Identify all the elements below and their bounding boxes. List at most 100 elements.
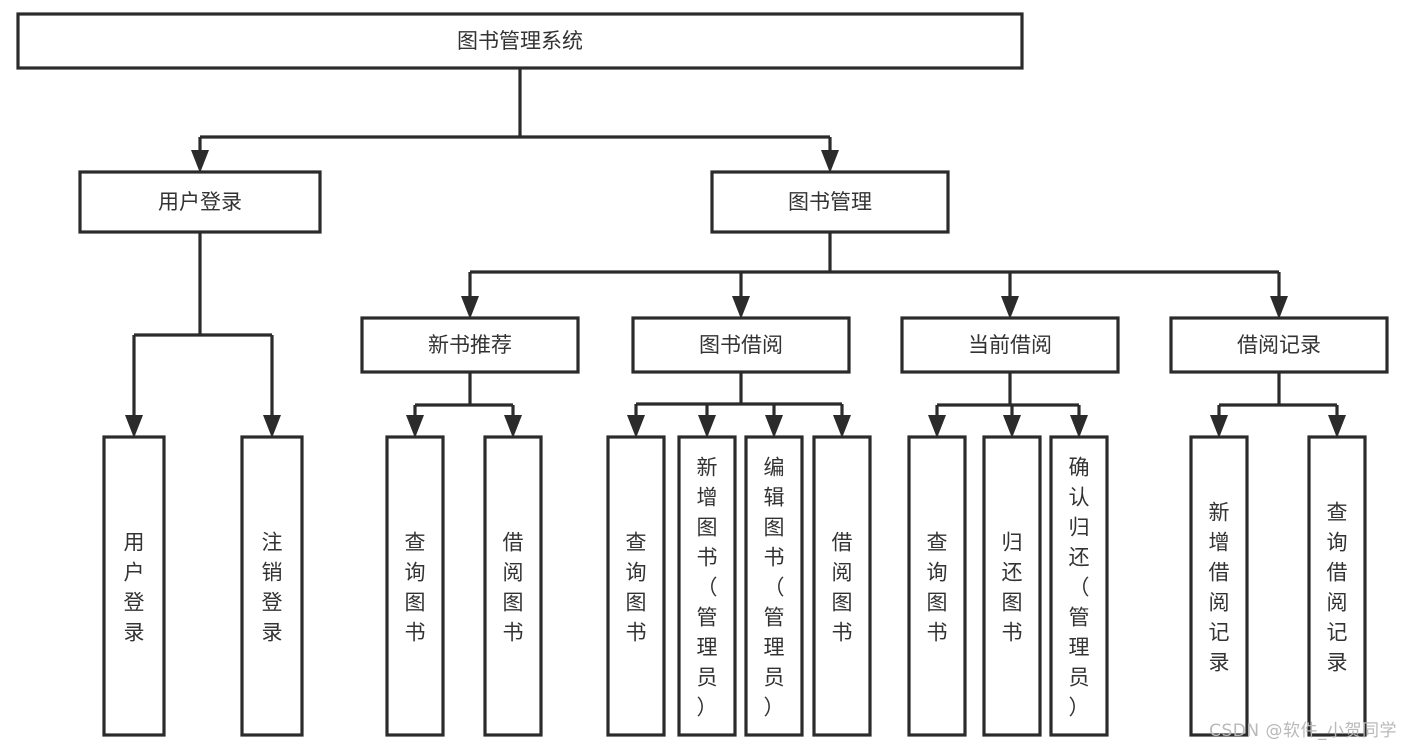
node-label: 图书管理系统 [457, 29, 583, 53]
node-n-new-book-rec[interactable]: 新书推荐 [360, 316, 580, 374]
edge-n-book-manage-to-n-book-borrow [732, 272, 750, 319]
arrow-head-icon [698, 415, 716, 438]
connector-user-login-bus [134, 232, 272, 337]
node-box [102, 435, 166, 737]
edge-n-borrow-record-to-l-query-record [1328, 405, 1346, 438]
node-box [710, 170, 950, 234]
node-label: 确认归还（管理员） [1069, 455, 1090, 719]
node-n-user-login[interactable]: 用户登录 [78, 170, 322, 234]
arrow-head-icon [833, 415, 851, 438]
node-label: 用户登录 [124, 530, 145, 644]
node-label: 用户登录 [158, 190, 242, 214]
arrow-head-icon [461, 296, 479, 319]
node-box [78, 170, 322, 234]
node-box [1049, 435, 1109, 737]
arrow-head-icon [1210, 415, 1228, 438]
node-l-query-book-1[interactable]: 查询图书 [385, 435, 445, 737]
node-box [900, 316, 1120, 374]
edge-root-to-n-book-manage [821, 137, 839, 173]
connector-book-borrow-bus [636, 372, 842, 406]
node-box [360, 316, 580, 374]
node-label: 注销登录 [262, 530, 283, 644]
node-l-confirm-return[interactable]: 确认归还（管理员） [1049, 435, 1109, 737]
node-l-query-book-2[interactable]: 查询图书 [606, 435, 666, 737]
edge-n-book-borrow-to-l-query-book-2 [627, 404, 645, 438]
arrow-head-icon [928, 415, 946, 438]
arrow-head-icon [765, 415, 783, 438]
node-box [744, 435, 804, 737]
edge-n-user-login-to-l-logout [263, 335, 281, 438]
node-box [907, 435, 967, 737]
node-label: 图书借阅 [699, 333, 783, 357]
arrow-head-icon [125, 415, 143, 438]
arrow-head-icon [1003, 415, 1021, 438]
arrow-head-icon [406, 415, 424, 438]
node-label: 当前借阅 [968, 333, 1052, 357]
node-label: 查询借阅记录 [1327, 500, 1348, 674]
node-label: 借阅图书 [503, 530, 524, 644]
edge-n-book-manage-to-n-current-borrow [1001, 272, 1019, 319]
edge-n-current-borrow-to-l-return-book [1003, 405, 1021, 438]
node-l-add-record[interactable]: 新增借阅记录 [1189, 435, 1249, 737]
node-box [1169, 316, 1389, 374]
node-box [16, 12, 1024, 70]
node-l-user-login[interactable]: 用户登录 [102, 435, 166, 737]
connector-root-bus [200, 68, 830, 139]
node-label: 新增图书（管理员） [697, 455, 718, 719]
node-label: 借阅图书 [832, 530, 853, 644]
edge-n-new-book-rec-to-l-borrow-book-1 [504, 405, 522, 438]
node-box [483, 435, 543, 737]
node-l-add-book[interactable]: 新增图书（管理员） [677, 435, 737, 737]
node-box [677, 435, 737, 737]
node-n-book-borrow[interactable]: 图书借阅 [631, 316, 851, 374]
connector-layer [125, 68, 1346, 438]
connector-new-book-bus [415, 372, 513, 407]
arrow-head-icon [627, 415, 645, 438]
node-layer: 图书管理系统用户登录图书管理新书推荐图书借阅当前借阅借阅记录用户登录注销登录查询… [16, 12, 1389, 737]
node-l-borrow-book-2[interactable]: 借阅图书 [812, 435, 872, 737]
node-label: 编辑图书（管理员） [764, 455, 785, 719]
edge-n-book-manage-to-n-borrow-record [1270, 272, 1288, 319]
arrow-head-icon [821, 150, 839, 173]
node-n-book-manage[interactable]: 图书管理 [710, 170, 950, 234]
node-label: 新书推荐 [428, 333, 512, 357]
edge-n-book-borrow-to-l-edit-book [765, 404, 783, 438]
node-label: 查询图书 [927, 530, 948, 644]
node-label: 借阅记录 [1237, 333, 1321, 357]
node-n-borrow-record[interactable]: 借阅记录 [1169, 316, 1389, 374]
node-l-edit-book[interactable]: 编辑图书（管理员） [744, 435, 804, 737]
edge-root-to-n-user-login [191, 137, 209, 173]
connector-borrow-record-bus [1219, 372, 1337, 407]
node-l-borrow-book-1[interactable]: 借阅图书 [483, 435, 543, 737]
node-label: 归还图书 [1002, 530, 1023, 644]
edge-n-user-login-to-l-user-login [125, 335, 143, 438]
arrow-head-icon [732, 296, 750, 319]
edge-n-book-borrow-to-l-add-book [698, 404, 716, 438]
node-root[interactable]: 图书管理系统 [16, 12, 1024, 70]
node-l-return-book[interactable]: 归还图书 [982, 435, 1042, 737]
node-l-query-book-3[interactable]: 查询图书 [907, 435, 967, 737]
arrow-head-icon [504, 415, 522, 438]
arrow-head-icon [191, 150, 209, 173]
arrow-head-icon [263, 415, 281, 438]
node-n-current-borrow[interactable]: 当前借阅 [900, 316, 1120, 374]
node-box [631, 316, 851, 374]
edge-n-borrow-record-to-l-add-record [1210, 405, 1228, 438]
connector-current-borrow-bus [937, 372, 1079, 407]
node-label: 查询图书 [626, 530, 647, 644]
node-l-logout[interactable]: 注销登录 [240, 435, 304, 737]
node-box [1307, 435, 1367, 737]
node-box [606, 435, 666, 737]
node-box [812, 435, 872, 737]
node-box [240, 435, 304, 737]
edge-n-current-borrow-to-l-query-book-3 [928, 405, 946, 438]
connector-book-manage-bus [470, 232, 1279, 274]
arrow-head-icon [1070, 415, 1088, 438]
node-label: 查询图书 [405, 530, 426, 644]
node-label: 新增借阅记录 [1209, 500, 1230, 674]
node-l-query-record[interactable]: 查询借阅记录 [1307, 435, 1367, 737]
arrow-head-icon [1001, 296, 1019, 319]
edge-n-book-borrow-to-l-borrow-book-2 [833, 404, 851, 438]
